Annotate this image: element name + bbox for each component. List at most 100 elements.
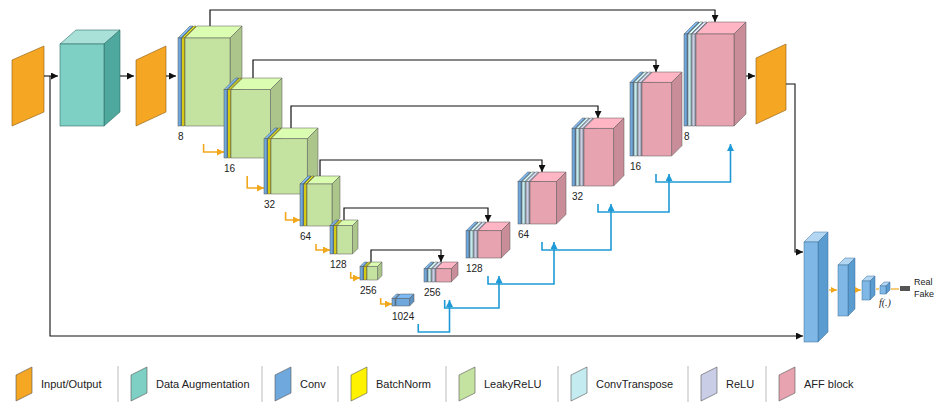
- layer-front: [432, 269, 435, 282]
- layer-front: [642, 82, 672, 156]
- layer-side: [352, 220, 358, 254]
- layer-front: [692, 34, 695, 126]
- augmentation-side: [104, 30, 120, 126]
- layer-front: [268, 139, 270, 194]
- disc-arrow: [856, 289, 861, 290]
- legend-swatch: [15, 365, 33, 403]
- layer-front: [522, 182, 525, 224]
- layer-front: [396, 298, 410, 306]
- legend-label: AFF block: [804, 378, 854, 390]
- layer-front: [304, 184, 306, 226]
- layer-front: [367, 266, 378, 280]
- layer-front: [334, 226, 336, 254]
- disc-arrow: [891, 288, 899, 289]
- layer-front: [688, 34, 691, 126]
- layer-front: [466, 231, 469, 258]
- layer-side: [378, 262, 382, 280]
- layer-side: [556, 172, 566, 224]
- disc-side: [886, 282, 890, 294]
- flow-arrow: [746, 75, 755, 76]
- layer-front: [696, 34, 734, 126]
- layer-stack: [330, 220, 358, 254]
- layer-front: [224, 90, 227, 158]
- layer-side: [734, 22, 746, 126]
- layer-front: [300, 184, 303, 226]
- layer-front: [572, 128, 575, 186]
- layer-front: [330, 226, 333, 254]
- flow-arrow: [166, 75, 176, 76]
- skip-connection: [371, 250, 441, 262]
- layer-side: [451, 262, 458, 282]
- legend-label: ConvTranspose: [596, 378, 673, 390]
- flow-arrow: [120, 75, 134, 76]
- legend-swatch: [274, 365, 292, 403]
- channel-count: 128: [330, 259, 347, 271]
- layer-side: [410, 294, 414, 306]
- disc-side: [870, 276, 875, 300]
- skip-connection: [253, 60, 656, 78]
- disc-front: [804, 242, 818, 342]
- layer-front: [436, 269, 451, 282]
- legend-label: Input/Output: [41, 378, 102, 390]
- skip-connection: [291, 106, 598, 128]
- channel-count: 64: [518, 229, 529, 241]
- layer-side: [501, 222, 510, 258]
- decoder-block: 256: [424, 262, 458, 300]
- legend-swatch: [350, 365, 368, 403]
- channel-count: 32: [572, 191, 583, 203]
- layer-front: [530, 182, 556, 224]
- layer-side: [614, 118, 624, 186]
- decoder-block: 128: [466, 222, 510, 276]
- bottleneck-block: 1024: [392, 294, 415, 324]
- layer-front: [424, 269, 427, 282]
- channel-count: 8: [178, 131, 184, 143]
- skip-connection: [320, 160, 542, 176]
- downsample-arrow: [204, 144, 224, 152]
- layer-stack: [300, 176, 340, 226]
- legend-item: ConvTranspose: [570, 365, 673, 403]
- encoder-block: 128: [330, 220, 358, 272]
- layer-stack: [518, 172, 566, 224]
- downsample-arrow: [316, 244, 330, 250]
- decoder-block: 32: [572, 118, 624, 204]
- disc-front: [862, 281, 870, 300]
- legend-swatch: [700, 365, 718, 403]
- layer-front: [684, 34, 687, 126]
- upsample-arrow: [445, 276, 499, 308]
- channel-count: 32: [264, 199, 275, 211]
- legend-swatch: [458, 365, 476, 403]
- layer-front: [518, 182, 521, 224]
- layer-front: [634, 82, 637, 156]
- encoder-block: 256: [360, 262, 382, 298]
- legend-item: Input/Output: [15, 365, 102, 403]
- legend-label: Conv: [300, 378, 326, 390]
- layer-front: [576, 128, 579, 186]
- downsample-arrow: [351, 272, 360, 278]
- disc-front: [880, 286, 886, 294]
- layer-side: [332, 176, 340, 226]
- legend-swatch: [778, 365, 796, 403]
- legend-label: ReLU: [726, 378, 754, 390]
- layer-front: [307, 184, 332, 226]
- channel-count: 8: [684, 131, 690, 143]
- layer-front: [178, 38, 181, 126]
- output-label: Real: [914, 277, 933, 288]
- layer-stack: [424, 262, 458, 282]
- legend-item: ReLU: [700, 365, 754, 403]
- layer-front: [428, 269, 431, 282]
- disc-arrow: [876, 288, 879, 289]
- layer-front: [185, 38, 230, 126]
- layer-front: [478, 231, 501, 258]
- legend-item: BatchNorm: [350, 365, 431, 403]
- legend-label: LeakyReLU: [484, 378, 541, 390]
- layer-stack: [630, 72, 682, 156]
- legend-label: BatchNorm: [376, 378, 431, 390]
- legend-swatch: [130, 365, 148, 403]
- layer-front: [264, 139, 267, 194]
- layer-front: [364, 266, 366, 280]
